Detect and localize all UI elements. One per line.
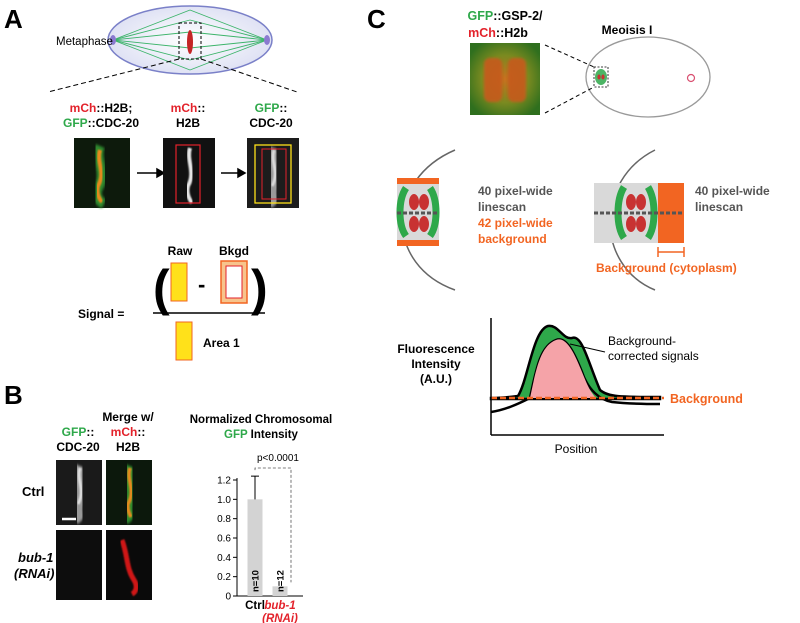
- scheme-right: [594, 149, 685, 291]
- left-scheme-line1: 40 pixel-wide: [478, 184, 553, 198]
- meiosis-cell: [585, 36, 711, 118]
- bar-chart: Normalized Chromosomal GFP Intensity p<0…: [190, 414, 333, 623]
- img1-label-line2: GFP::CDC-20: [63, 116, 139, 130]
- micro-label-line2: mCh::H2b: [468, 26, 528, 40]
- arrow-1: [137, 167, 166, 179]
- micrograph-bub1-merge: [106, 530, 152, 600]
- category-label: bub-1: [264, 600, 295, 612]
- bkgd-label: Bkgd: [219, 244, 249, 258]
- zoom-c-bottom: [544, 86, 595, 114]
- micrograph-cdc20: [247, 138, 299, 209]
- left-scheme-line4: background: [478, 232, 547, 246]
- signal-label: Signal =: [78, 307, 124, 321]
- left-scheme-line2: linescan: [478, 200, 526, 214]
- col2-line2: mCh::: [111, 425, 146, 439]
- chart-title-line2: GFP Intensity: [224, 429, 299, 441]
- n-label: n=12: [276, 570, 287, 592]
- area-label: Area 1: [203, 336, 240, 350]
- left-scheme-line3: 42 pixel-wide: [478, 216, 553, 230]
- micro-label-line1: GFP::GSP-2/: [467, 9, 543, 23]
- chart-title-line1: Normalized Chromosomal: [190, 414, 333, 426]
- minus-sign: -: [198, 272, 205, 297]
- row-ctrl-label: Ctrl: [22, 484, 44, 499]
- right-scheme-line1: 40 pixel-wide: [695, 184, 770, 198]
- zoom-line-left: [47, 58, 180, 93]
- category-label: Ctrl: [245, 600, 265, 612]
- micrograph-merge: [74, 138, 130, 209]
- metaphase-cell: [107, 5, 273, 75]
- y-tick-label: 0.6: [217, 534, 231, 545]
- area-box: [175, 321, 193, 361]
- micrograph-bub1-gfp: [56, 530, 102, 600]
- img1-label-line1: mCh::H2B;: [70, 101, 133, 115]
- ylabel-line1: Fluorescence: [397, 342, 475, 356]
- img2-label-line2: H2B: [176, 116, 200, 130]
- col2-line3: H2B: [116, 440, 140, 454]
- micrograph-ctrl-merge: [106, 460, 152, 525]
- panel-c: C GFP::GSP-2/ mCh::H2b Meoisis I: [367, 4, 770, 456]
- img3-label-line2: CDC-20: [249, 116, 293, 130]
- panel-a-letter: A: [4, 4, 23, 34]
- y-tick-label: 0.2: [217, 572, 231, 583]
- ylabel-line2: Intensity: [411, 357, 461, 371]
- xlabel: Position: [555, 442, 598, 456]
- img3-label-line1: GFP::: [255, 101, 288, 115]
- y-tick-label: 1.2: [217, 476, 231, 487]
- raw-label: Raw: [168, 244, 193, 258]
- zoom-c-top: [544, 44, 595, 68]
- background-label: Background: [670, 392, 743, 406]
- micrograph-h2b: [163, 138, 215, 208]
- col2-line1: Merge w/: [102, 410, 154, 424]
- corrected-line1: Background-: [608, 334, 676, 348]
- panel-b-letter: B: [4, 380, 23, 410]
- y-tick-label: 0.8: [217, 514, 231, 525]
- ylabel-line3: (A.U.): [420, 372, 452, 386]
- row-bub1-line1: bub-1: [18, 550, 53, 565]
- category-label: (RNAi): [262, 613, 298, 623]
- col1-line2: CDC-20: [56, 440, 100, 454]
- panel-c-letter: C: [367, 4, 386, 34]
- intensity-profile: [489, 318, 664, 436]
- micrograph-ctrl-gfp: [56, 460, 102, 525]
- bkgd-box-inner: [225, 265, 243, 299]
- panel-b: B GFP:: CDC-20 Merge w/ mCh:: H2B Ctrl b…: [4, 380, 332, 623]
- sperm-pronucleus: [686, 73, 696, 83]
- corrected-line2: corrected signals: [608, 349, 699, 363]
- y-tick-label: 1.0: [217, 495, 231, 506]
- y-tick-label: 0: [225, 592, 231, 603]
- n-label: n=10: [251, 570, 262, 592]
- img2-label-line1: mCh::: [171, 101, 206, 115]
- right-scheme-line2: linescan: [695, 200, 743, 214]
- p-value-bracket: [254, 467, 292, 583]
- metaphase-label: Metaphase: [56, 36, 113, 48]
- scheme-left: [396, 149, 456, 291]
- arrow-2: [221, 167, 247, 179]
- bar: [272, 586, 288, 596]
- zoom-line-right: [200, 58, 298, 93]
- p-value-label: p<0.0001: [257, 453, 299, 464]
- y-tick-label: 0.4: [217, 553, 231, 564]
- open-paren: (: [153, 260, 170, 316]
- meiosis-spindle: [593, 66, 609, 88]
- raw-box: [170, 262, 188, 302]
- micrograph-gsp2: [470, 43, 540, 115]
- meiosis-label: Meoisis I: [602, 23, 653, 37]
- panel-a: A Metaphase mCh::H2B; GFP::CDC-20 mCh::: [4, 4, 299, 361]
- row-bub1-line2: (RNAi): [14, 566, 54, 581]
- col1-line1: GFP::: [62, 425, 95, 439]
- right-bg-label: Background (cytoplasm): [596, 261, 737, 275]
- bar: [247, 499, 263, 596]
- close-paren: ): [251, 260, 268, 316]
